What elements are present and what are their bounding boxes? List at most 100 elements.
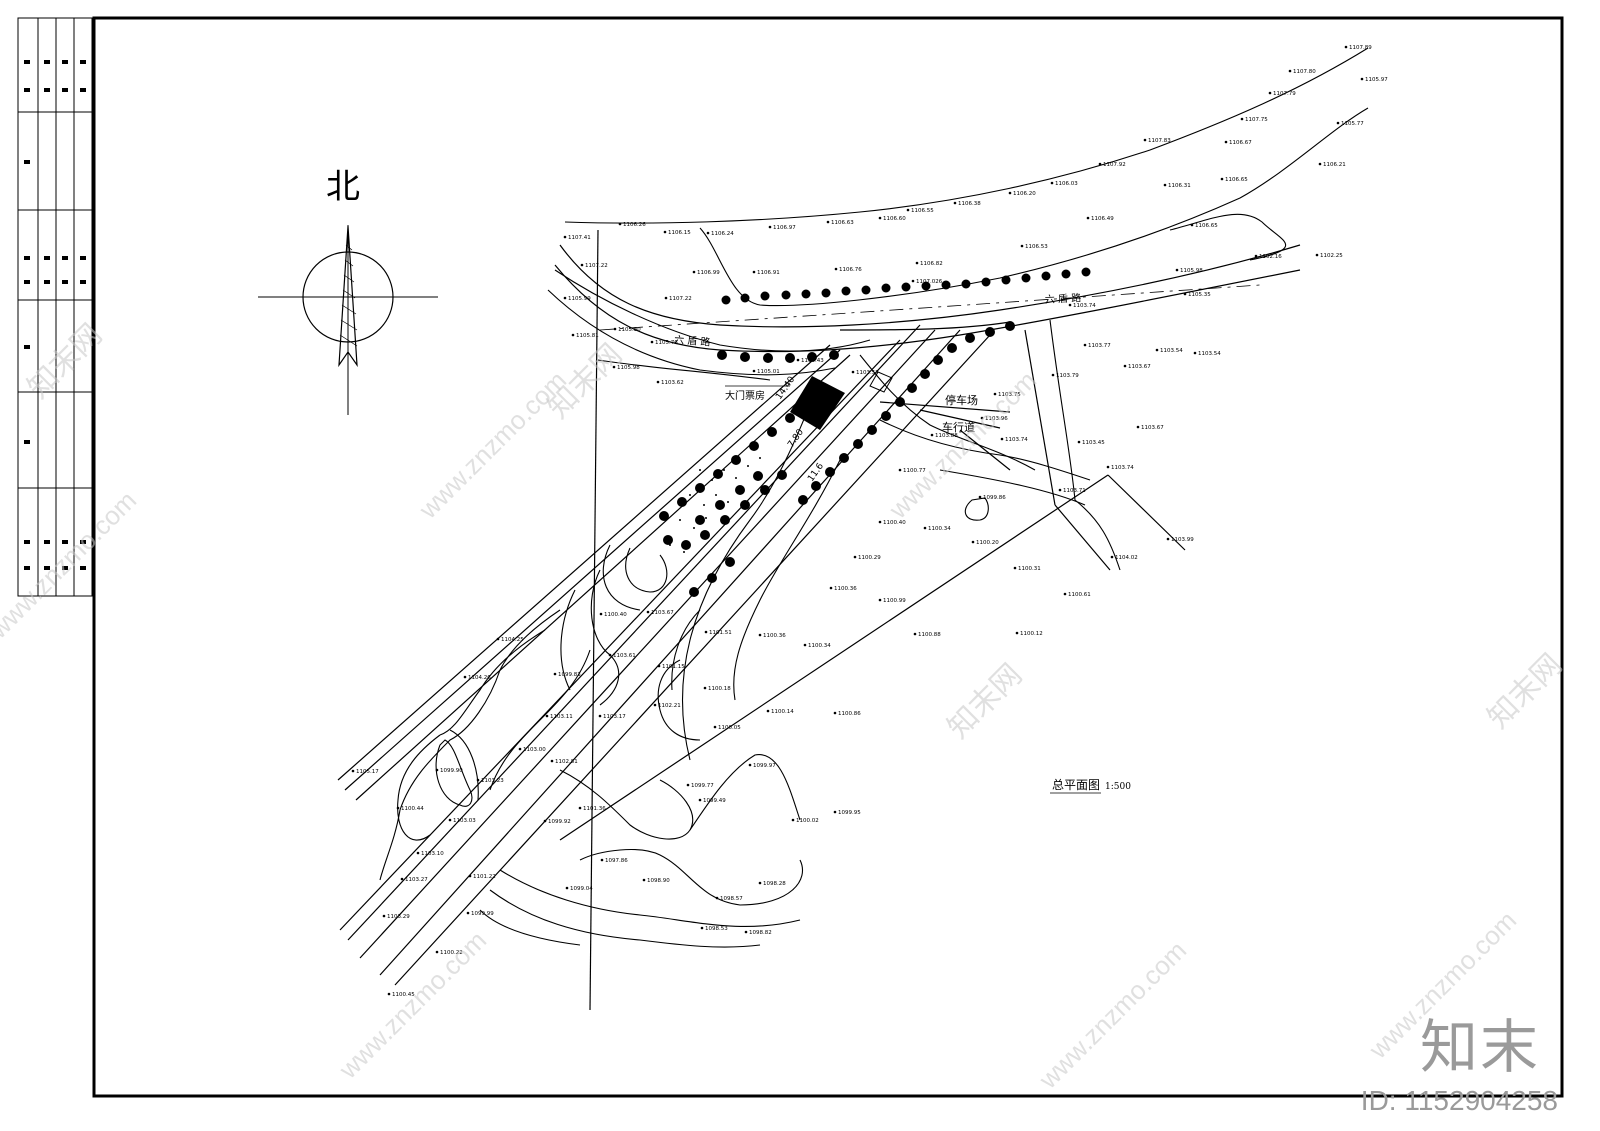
- north-label: 北: [326, 167, 360, 207]
- elevation-label: 1106.38: [958, 201, 981, 207]
- watermark-text: www.znzmo.com: [0, 485, 142, 645]
- elevation-label: 1106.91: [757, 270, 780, 276]
- survey-points: 1107.891107.801105.971107.791107.751105.…: [351, 45, 1388, 998]
- elevation-label: 1103.67: [1141, 425, 1164, 431]
- elevation-label: 1105.77: [1341, 121, 1364, 127]
- elevation-point: [563, 235, 567, 239]
- north-arrow: 北: [258, 167, 438, 415]
- elevation-point: [686, 783, 690, 787]
- elevation-point: [653, 703, 657, 707]
- elevation-point: [396, 806, 400, 810]
- watermarks: www.znzmo.com www.znzmo.com www.znzmo.co…: [0, 318, 1569, 1095]
- road-label-lower: 六 盾 路: [674, 333, 711, 349]
- elevation-point: [1254, 254, 1258, 258]
- elevation-point: [435, 950, 439, 954]
- elevation-point: [752, 270, 756, 274]
- elevation-label: 1100.86: [838, 711, 861, 717]
- elevation-label: 1105.76: [655, 340, 678, 346]
- elevation-label: 1103.74: [1005, 437, 1028, 443]
- elevation-label: 1107.026: [916, 279, 943, 285]
- elevation-label: 1107.22: [585, 263, 608, 269]
- elevation-point: [1110, 555, 1114, 559]
- elevation-label: 1104.02: [1115, 555, 1138, 561]
- elevation-point: [853, 555, 857, 559]
- elevation-point: [980, 416, 984, 420]
- elevation-point: [833, 711, 837, 715]
- elevation-label: 1103.79: [1056, 373, 1079, 379]
- elevation-label: 1106.67: [1229, 140, 1252, 146]
- elevation-point: [608, 653, 612, 657]
- elevation-point: [571, 333, 575, 337]
- watermark-text: www.znzmo.com: [1032, 935, 1192, 1095]
- elevation-label: 1100.02: [796, 818, 819, 824]
- elevation-label: 1107.80: [1293, 69, 1316, 75]
- elevation-point: [657, 664, 661, 668]
- elevation-label: 1102.81: [555, 759, 578, 765]
- elevation-label: 1103.10: [421, 851, 444, 857]
- elevation-label: 1102.16: [1259, 254, 1282, 260]
- elevation-point: [565, 886, 569, 890]
- elevation-point: [650, 340, 654, 344]
- elevation-label: 1100.36: [834, 586, 857, 592]
- elevation-point: [978, 495, 982, 499]
- elevation-point: [851, 370, 855, 374]
- elevation-label: 1099.99: [471, 911, 494, 917]
- elevation-label: 1100.45: [392, 992, 415, 998]
- elevation-point: [1166, 537, 1170, 541]
- elevation-point: [744, 930, 748, 934]
- elevation-label: 1107.89: [1349, 45, 1372, 51]
- elevation-label: 1103.96: [985, 416, 1008, 422]
- elevation-label: 1106.97: [773, 225, 796, 231]
- elevation-label: 1102.21: [658, 703, 681, 709]
- elevation-label: 1100.36: [763, 633, 786, 639]
- elevation-point: [923, 526, 927, 530]
- elevation-label: 1100.77: [903, 468, 926, 474]
- elevation-point: [663, 230, 667, 234]
- elevation-label: 1100.14: [771, 709, 794, 715]
- elevation-point: [656, 380, 660, 384]
- watermark-cn: 知末网: [942, 658, 1029, 745]
- elevation-point: [563, 296, 567, 300]
- elevation-label: 1103.45: [1082, 440, 1105, 446]
- elevation-point: [612, 365, 616, 369]
- elevation-point: [600, 858, 604, 862]
- elevation-label: 1101.15: [662, 664, 685, 670]
- elevation-point: [768, 225, 772, 229]
- elevation-label: 1103.99: [1171, 537, 1194, 543]
- elevation-point: [706, 231, 710, 235]
- tree-row: [659, 267, 1091, 597]
- elevation-label: 1106.55: [911, 208, 934, 214]
- elevation-point: [715, 896, 719, 900]
- elevation-label: 1103.77: [1088, 343, 1111, 349]
- elevation-point: [1050, 181, 1054, 185]
- elevation-point: [1123, 364, 1127, 368]
- elevation-point: [971, 540, 975, 544]
- elevation-label: 1103.57: [856, 370, 879, 376]
- elevation-point: [599, 612, 603, 616]
- elevation-label: 1103.67: [1128, 364, 1151, 370]
- elevation-label: 1103.74: [1111, 465, 1134, 471]
- elevation-point: [1077, 440, 1081, 444]
- elevation-point: [993, 392, 997, 396]
- elevation-point: [1155, 348, 1159, 352]
- elevation-point: [435, 768, 439, 772]
- elevation-point: [448, 818, 452, 822]
- watermark-text: www.znzmo.com: [412, 365, 572, 525]
- parking-area: [669, 457, 761, 553]
- elevation-label: 1100.34: [928, 526, 951, 532]
- elevation-label: 1100.99: [883, 598, 906, 604]
- elevation-label: 1098.82: [749, 930, 772, 936]
- elevation-label: 1103.17: [603, 714, 626, 720]
- elevation-point: [692, 270, 696, 274]
- elevation-label: 1106.20: [1013, 191, 1036, 197]
- elevation-label: 1105.80: [618, 327, 641, 333]
- elevation-point: [598, 714, 602, 718]
- dimension-c: 11.6: [806, 461, 826, 483]
- elevation-label: 1104.25: [501, 637, 524, 643]
- elevation-point: [1163, 183, 1167, 187]
- elevation-label: 1107.75: [1245, 117, 1268, 123]
- elevation-point: [758, 633, 762, 637]
- drawing-scale: 1:500: [1105, 782, 1131, 792]
- elevation-label: 1100.40: [604, 612, 627, 618]
- elevation-label: 1101.22: [473, 874, 496, 880]
